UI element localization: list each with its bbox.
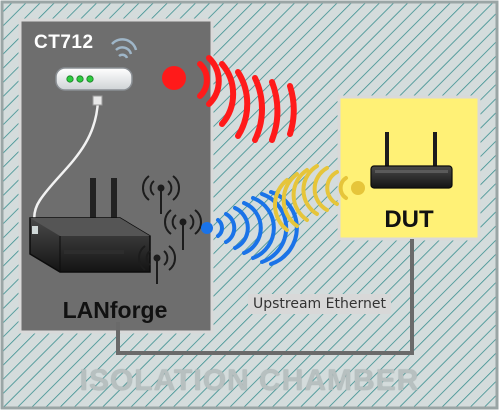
lanforge-label: LANforge bbox=[62, 297, 168, 323]
modem-icon bbox=[55, 38, 138, 91]
chamber-title: ISOLATION CHAMBER bbox=[79, 364, 420, 397]
dut-router-icon bbox=[370, 132, 453, 189]
radio-antenna-icon bbox=[138, 245, 176, 284]
cable-connector bbox=[92, 95, 103, 106]
lanforge-router-icon bbox=[29, 178, 151, 273]
red-signal-icon bbox=[162, 55, 297, 143]
upstream-ethernet-label: Upstream Ethernet bbox=[248, 294, 391, 314]
radio-antenna-icon bbox=[142, 175, 180, 214]
radio-antenna-icon bbox=[164, 209, 202, 250]
dut-label: DUT bbox=[384, 206, 434, 233]
ethernet-cable bbox=[116, 239, 414, 355]
lanforge-panel bbox=[18, 18, 214, 334]
yellow-signal-icon bbox=[273, 164, 365, 232]
ap-label: CT712 bbox=[34, 32, 94, 53]
